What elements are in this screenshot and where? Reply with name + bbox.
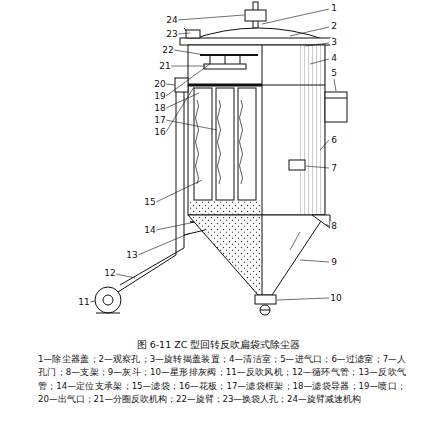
callout-number: 3 bbox=[330, 38, 338, 47]
callout-number: 10 bbox=[329, 294, 342, 303]
callout-number: 21 bbox=[158, 62, 171, 71]
callout-number: 15 bbox=[143, 198, 156, 207]
callout-number: 11 bbox=[77, 298, 90, 307]
callout-number: 5 bbox=[330, 69, 338, 78]
callout-number: 16 bbox=[153, 128, 166, 137]
callout-number: 1 bbox=[330, 4, 338, 13]
callout-number: 23 bbox=[165, 30, 178, 39]
callout-number: 22 bbox=[161, 46, 174, 55]
figure-caption: 图 6-11 ZC 型回转反吹扁袋式除尘器 bbox=[0, 339, 437, 352]
callout-number: 2 bbox=[330, 22, 338, 31]
callout-number: 8 bbox=[330, 222, 338, 231]
callout-number: 4 bbox=[330, 54, 338, 63]
callout-number: 12 bbox=[103, 269, 116, 278]
callout-number: 7 bbox=[330, 164, 338, 173]
callout-number: 19 bbox=[153, 92, 166, 101]
callout-number: 17 bbox=[153, 116, 166, 125]
callout-number: 14 bbox=[143, 226, 156, 235]
callout-number: 18 bbox=[153, 104, 166, 113]
callout-number: 24 bbox=[165, 16, 178, 25]
callout-number: 9 bbox=[330, 258, 338, 267]
callout-number: 6 bbox=[330, 136, 338, 145]
callout-number: 13 bbox=[125, 251, 138, 260]
parts-key: 1—除尘器盖；2—观察孔；3—旋转揭盖装置；4—清洁室；5—进气口；6—过滤室；… bbox=[38, 353, 406, 406]
callout-number: 20 bbox=[153, 80, 166, 89]
